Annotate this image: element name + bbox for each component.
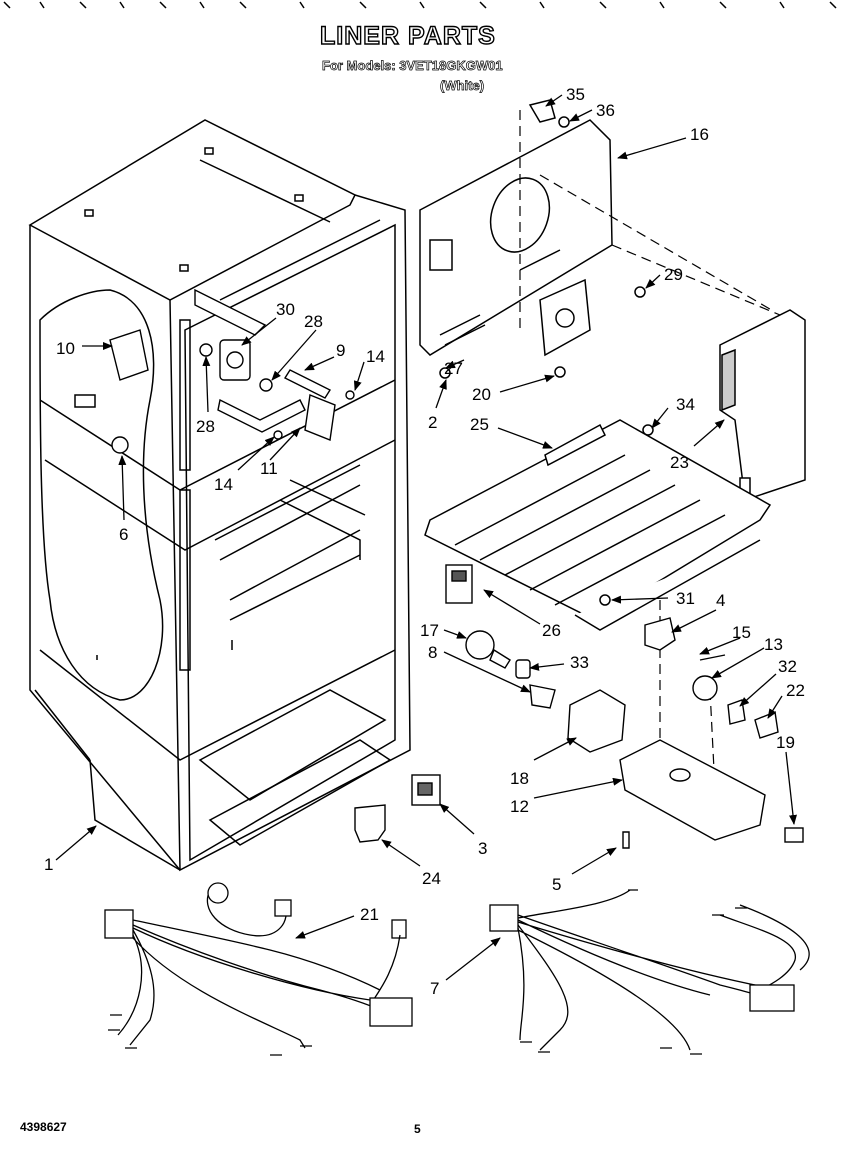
callout-18: 18	[510, 769, 529, 788]
callout-21: 21	[360, 905, 379, 924]
evaporator-cover	[424, 419, 772, 631]
callout-17: 17	[420, 621, 439, 640]
doc-number: 4398627	[20, 1120, 67, 1134]
rear-panel	[419, 99, 654, 436]
callout-28-bottom: 28	[196, 417, 215, 436]
duct-cover	[719, 309, 806, 502]
callout-32: 32	[778, 657, 797, 676]
callout-9: 9	[336, 341, 345, 360]
callout-27: 27	[444, 359, 463, 378]
callout-26: 26	[542, 621, 561, 640]
page-title: LINER PARTS	[319, 21, 496, 50]
model-line: For Models: 3VET18GKGW01	[322, 58, 503, 74]
callout-30: 30	[276, 300, 295, 319]
callout-7: 7	[430, 979, 439, 998]
leader-arrows	[55, 94, 797, 981]
callout-15: 15	[732, 623, 751, 642]
callout-11: 11	[260, 459, 278, 478]
callout-25: 25	[470, 415, 489, 434]
callout-31: 31	[676, 589, 695, 608]
wiring-harnesses	[104, 882, 810, 1056]
page-number: 5	[414, 1122, 421, 1136]
callout-10: 10	[56, 339, 75, 358]
callout-28-top: 28	[304, 312, 323, 331]
callout-5: 5	[552, 875, 561, 894]
top-edge-marks	[3, 1, 837, 9]
callout-labels: 35 36 16 29 30 28 9 14 10 28 14 11 6 27 …	[44, 85, 805, 998]
callout-12: 12	[510, 797, 529, 816]
callout-16: 16	[690, 125, 709, 144]
callout-35: 35	[566, 85, 585, 104]
callout-3: 3	[478, 839, 487, 858]
callout-29: 29	[664, 265, 683, 284]
callout-23: 23	[670, 453, 689, 472]
callout-19: 19	[776, 733, 795, 752]
callout-6: 6	[119, 525, 128, 544]
callout-36: 36	[596, 101, 615, 120]
liner-cabinet	[28, 119, 411, 872]
callout-2: 2	[428, 413, 437, 432]
callout-22: 22	[786, 681, 805, 700]
callout-24: 24	[422, 869, 441, 888]
callout-4: 4	[716, 591, 725, 610]
callout-33: 33	[570, 653, 589, 672]
callout-14-top: 14	[366, 347, 385, 366]
callout-13: 13	[764, 635, 783, 654]
control-assembly	[109, 288, 355, 454]
callout-34: 34	[676, 395, 695, 414]
callout-1: 1	[44, 855, 53, 874]
color-label: (White)	[440, 78, 485, 94]
lower-parts	[354, 564, 804, 849]
callout-14-bottom: 14	[214, 475, 233, 494]
callout-8: 8	[428, 643, 437, 662]
callout-20: 20	[472, 385, 491, 404]
